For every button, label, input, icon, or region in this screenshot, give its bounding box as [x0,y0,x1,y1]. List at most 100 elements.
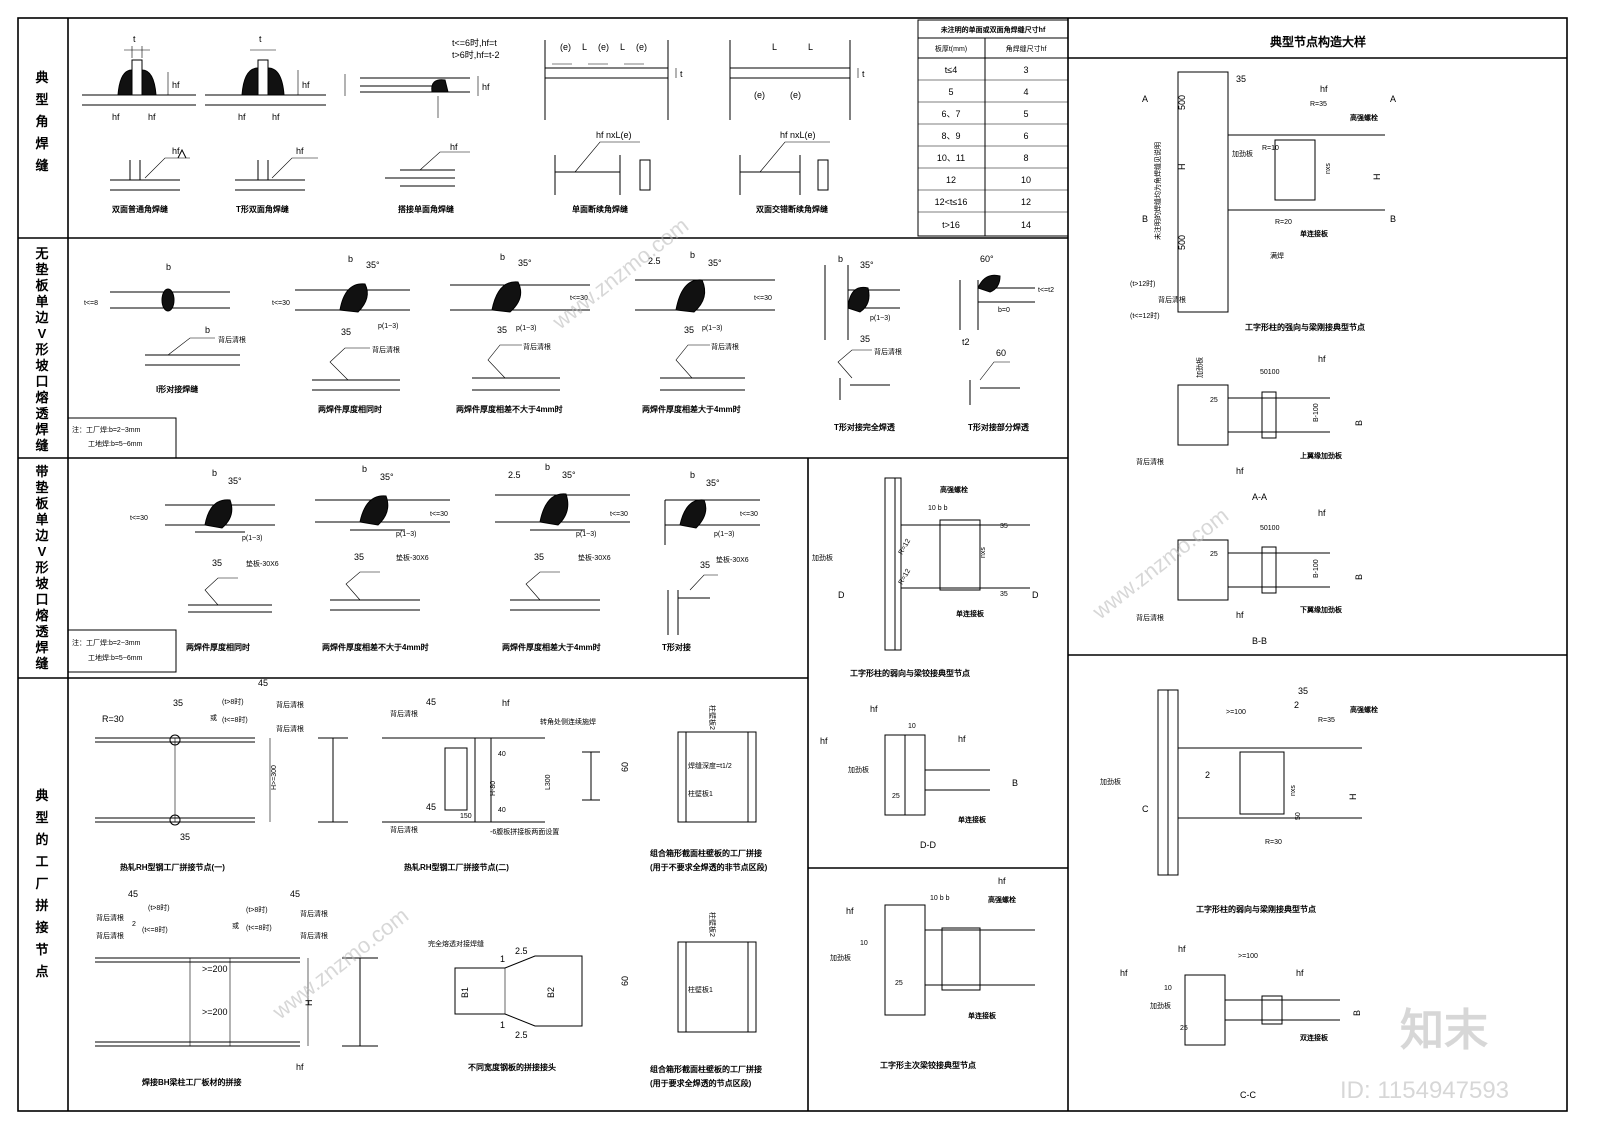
svg-text:35°: 35° [380,472,394,482]
svg-text:hf: hf [482,82,490,92]
svg-text:(t>8时): (t>8时) [148,903,170,912]
svg-text:b: b [212,468,217,478]
rh-splice-2: 45 背后清根 hf 转角处侧连续施焊 H-80 40 40 L300 150 … [382,697,600,872]
svg-text:-6腹板拼接板两面设置: -6腹板拼接板两面设置 [490,827,559,836]
svg-text:的: 的 [35,832,48,847]
svg-text:50: 50 [1295,812,1302,820]
svg-text:型: 型 [35,810,48,825]
svg-text:t<=30: t<=30 [430,511,448,518]
double-fillet-detail: t hf hf hf hf 双面普通角焊缝 [82,34,196,214]
svg-text:p(1~3): p(1~3) [378,323,398,330]
svg-text:10: 10 [908,723,916,730]
caption: 两焊件厚度相差大于4mm时 [642,404,741,414]
typical-node-title: 典型节点构造大样 [1270,34,1366,49]
svg-text:25: 25 [1180,1025,1188,1032]
svg-text:40: 40 [498,807,506,814]
url-watermark: www.znzmo.com [547,213,693,335]
svg-text:工地焊:b=5~6mm: 工地焊:b=5~6mm [88,439,143,448]
caption: 两焊件厚度相同时 [318,404,382,414]
factory-splices: R=30 35 45 (t>8时) 或 (t<=8时) 背后清根 背后清根 H>… [95,678,768,1088]
svg-text:10: 10 [1164,985,1172,992]
backing-t-butt: b 35° t<=30 p(1~3) 垫板-30X6 35 T形对接 [662,470,760,652]
box-wall-splice-full: 柱壁板2 柱壁板1 60 组合箱形截面柱壁板的工厂拼接 (用于要求全焊透的节点区… [620,912,762,1088]
table-header: 角焊缝尺寸hf [1006,44,1047,53]
svg-text:缝: 缝 [35,438,48,453]
caption: 工字形柱的强向与梁刚接典型节点 [1245,322,1365,332]
svg-text:背后清根: 背后清根 [390,709,418,718]
svg-text:hf: hf [1236,610,1244,620]
v-diff-gt4-detail: 2.5 b 35° t<=30 p(1~3) 35 背后清根 两焊件厚度相差大于… [635,250,775,414]
svg-text:50100: 50100 [1260,369,1280,376]
svg-text:典: 典 [35,788,48,803]
svg-text:60°: 60° [980,254,994,264]
svg-text:加劲板: 加劲板 [812,553,833,562]
svg-text:边: 边 [34,528,49,543]
svg-text:垫: 垫 [35,262,48,277]
caption: 两焊件厚度相差不大于4mm时 [456,404,563,414]
svg-text:35°: 35° [860,260,874,270]
svg-text:45: 45 [290,889,300,899]
svg-text:t<=t2: t<=t2 [1038,287,1054,294]
svg-text:高强螺栓: 高强螺栓 [1350,113,1378,122]
svg-text:p(1~3): p(1~3) [576,531,596,538]
svg-text:10: 10 [860,940,868,947]
svg-text:熔: 熔 [35,390,49,405]
svg-text:高强螺栓: 高强螺栓 [1350,705,1378,714]
svg-text:未注明的焊缝均为角焊缝见说明: 未注明的焊缝均为角焊缝见说明 [1153,142,1162,240]
svg-text:加劲板: 加劲板 [848,765,869,774]
svg-text:工: 工 [35,854,48,869]
svg-text:形: 形 [35,560,48,575]
svg-text:hf: hf [148,112,156,122]
svg-text:上翼缘加劲板: 上翼缘加劲板 [1300,451,1343,460]
svg-text:35: 35 [700,560,710,570]
svg-text:高强螺栓: 高强螺栓 [940,485,968,494]
svg-text:35°: 35° [518,258,532,268]
caption: 双面交错断续角焊缝 [756,204,828,214]
frame-lines [17,17,1568,1112]
svg-text:A: A [1142,94,1148,104]
svg-text:V: V [38,326,47,341]
svg-text:hf: hf [1120,968,1128,978]
svg-text:>=100: >=100 [1226,709,1246,716]
side-title-factory: 典 型 的 工 厂 拼 接 节 点 [35,788,48,979]
svg-text:板: 板 [35,496,49,511]
svg-text:hf: hf [296,1062,304,1072]
svg-text:点: 点 [35,964,48,979]
svg-text:>=100: >=100 [1238,953,1258,960]
svg-text:b: b [166,262,171,272]
svg-text:35°: 35° [228,476,242,486]
watermark: 知末 ID: 1154947593 www.znzmo.com www.znzm… [267,213,1509,1104]
svg-text:hf: hf [820,736,828,746]
svg-text:R=12: R=12 [898,538,913,556]
svg-text:t<=8: t<=8 [84,300,98,307]
svg-text:C: C [1142,804,1149,814]
svg-text:(e): (e) [790,90,801,100]
svg-text:60: 60 [620,762,630,772]
no-backing-note: 注：工厂焊:b=2~3mm 工地焊:b=5~6mm [67,417,177,459]
svg-text:R=12: R=12 [898,568,913,586]
svg-text:满焊: 满焊 [1270,251,1284,260]
svg-text:2: 2 [1294,700,1299,710]
brand-watermark: 知末 [1400,1006,1488,1055]
svg-text:p(1~3): p(1~3) [702,325,722,332]
v-same-thickness-detail: b 35° t<=30 p(1~3) 35 背后清根 两焊件厚度相同时 [272,254,410,414]
table-cell: t>16 [942,220,960,230]
table-cell: t≤4 [945,65,957,75]
no-backing-row: b t<=8 b 背后清根 I形对接焊缝 b 35° t<=30 p(1~3) … [67,250,1054,459]
svg-text:hf: hf [238,112,246,122]
svg-text:b: b [362,464,367,474]
caption: 工字形柱的弱向与梁铰接典型节点 [850,668,970,678]
svg-text:60: 60 [620,976,630,986]
svg-text:40: 40 [498,751,506,758]
section-label: C-C [1240,1090,1256,1100]
svg-text:t>6时,hf=t-2: t>6时,hf=t-2 [452,49,500,60]
svg-text:H>=300: H>=300 [271,765,278,790]
table-cell: 4 [1023,87,1028,97]
svg-text:nxs: nxs [1325,163,1332,174]
svg-text:拼: 拼 [35,898,48,913]
svg-text:垫板-30X6: 垫板-30X6 [578,553,611,562]
caption: T形对接 [662,642,691,652]
caption: 工字形柱的弱向与梁刚接典型节点 [1196,904,1316,914]
svg-text:p(1~3): p(1~3) [396,531,416,538]
middle-details: 高强螺栓 10 b b 加劲板 R=12 R=12 nxs D D 单连接板 3… [812,477,1039,1070]
